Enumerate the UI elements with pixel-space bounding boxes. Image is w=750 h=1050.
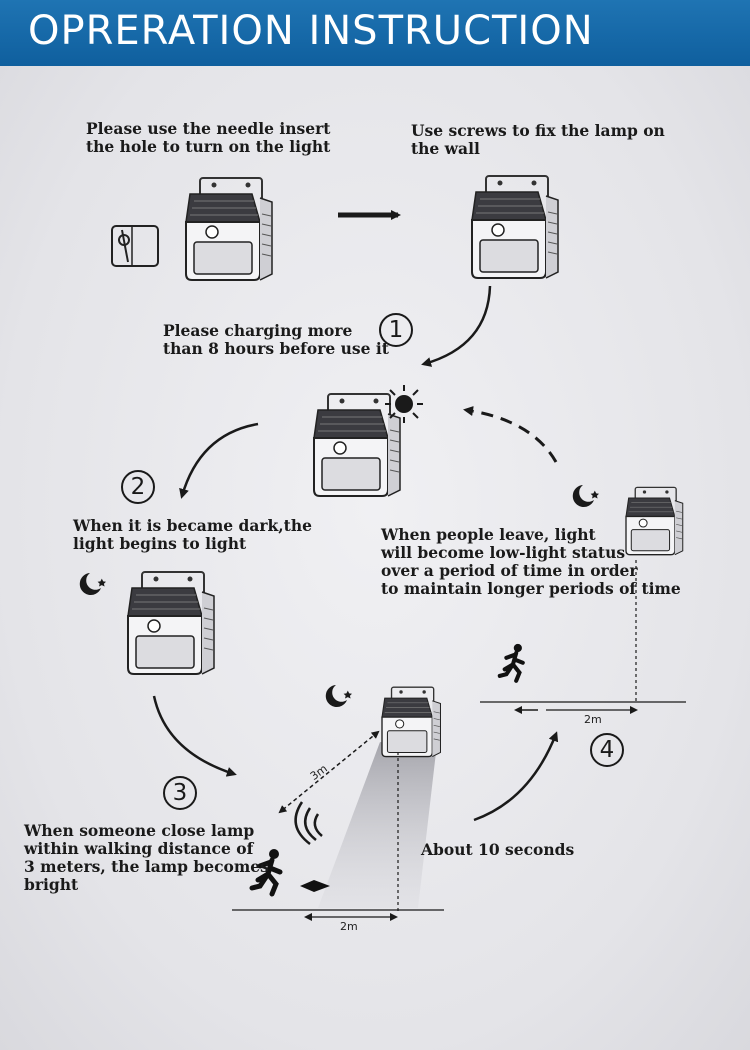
arrow-dashed-return <box>463 406 558 463</box>
distance-label-near: 2m <box>340 920 358 933</box>
light-beam <box>318 742 436 908</box>
lamp-unmounted-image <box>185 177 273 281</box>
arrow-curve-to-motion <box>152 695 237 777</box>
lamp-night-image <box>127 571 215 675</box>
range-3m-line <box>278 730 380 814</box>
header-banner: OPRERATION INSTRUCTION <box>0 0 750 66</box>
moon-icon <box>325 685 352 707</box>
distance-label-far: 2m <box>584 713 602 726</box>
step-number-2: 2 <box>121 470 155 504</box>
moon-icon <box>79 573 106 595</box>
lamp-mounted-image <box>471 175 559 279</box>
arrow-curve-to-lowlight <box>473 731 559 822</box>
arrow-curve-to-dark <box>179 422 259 499</box>
lamp-charging-image <box>313 393 401 497</box>
moon-icon <box>572 485 599 507</box>
step-number-4: 4 <box>590 733 624 767</box>
lamp-bright-image <box>381 686 442 758</box>
needle-hole-illustration <box>111 225 159 267</box>
sun-icon <box>385 385 423 423</box>
caption-seconds: About 10 seconds <box>421 840 575 859</box>
arrow-curve-to-charging <box>421 285 492 367</box>
step-number-3: 3 <box>163 776 197 810</box>
page-title: OPRERATION INSTRUCTION <box>28 8 594 54</box>
motion-waves-icon <box>294 801 323 845</box>
step-number-1: 1 <box>379 313 413 347</box>
runner-far-icon <box>500 644 523 681</box>
